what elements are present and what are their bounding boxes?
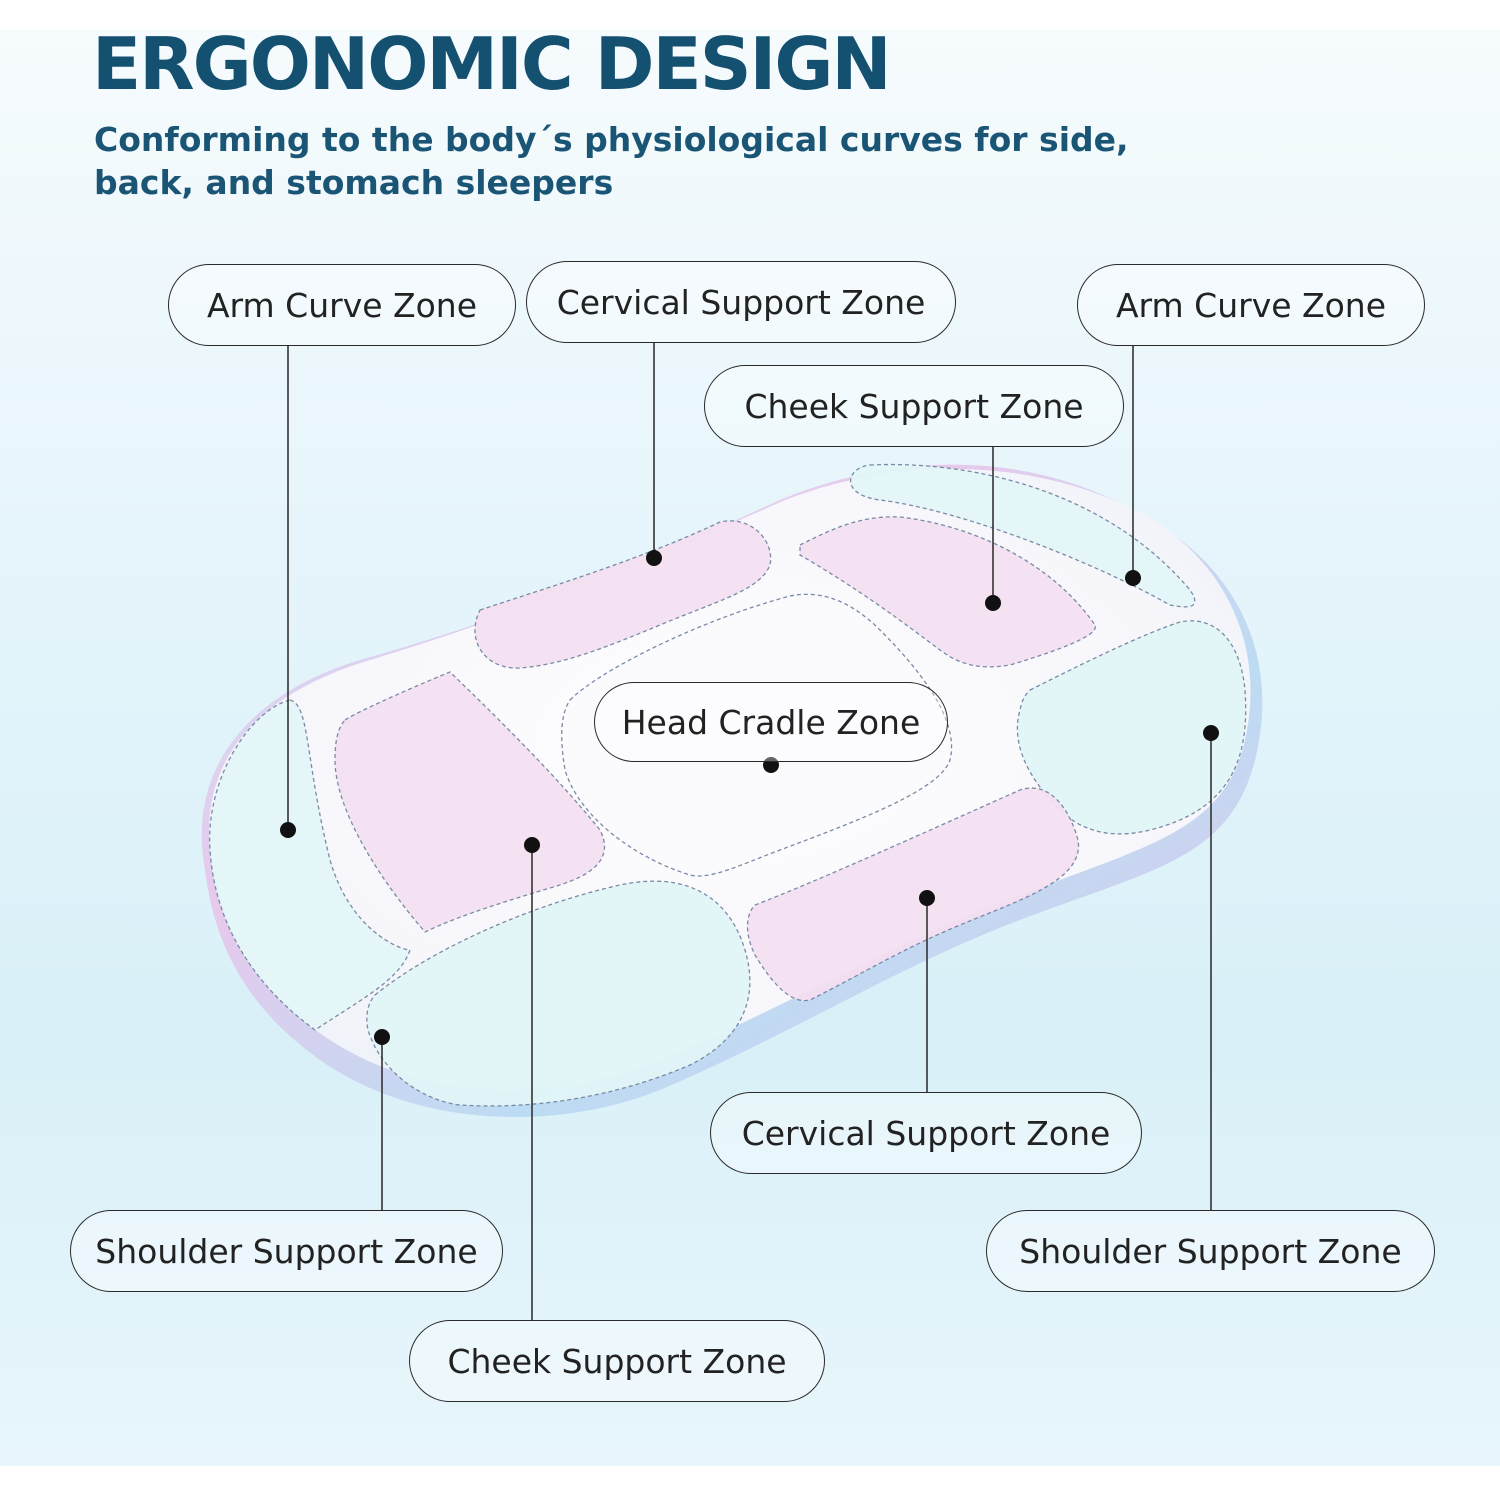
dot-arm-curve-right bbox=[1125, 570, 1141, 586]
dot-cheek-left bbox=[524, 837, 540, 853]
zone-cheek-left bbox=[334, 671, 606, 933]
zone-shoulder-left bbox=[366, 880, 751, 1107]
zone-shoulder-right bbox=[1016, 620, 1247, 835]
dot-shoulder-right bbox=[1203, 725, 1219, 741]
label-arm-curve-right: Arm Curve Zone bbox=[1077, 264, 1425, 346]
label-arm-curve-left: Arm Curve Zone bbox=[168, 264, 516, 346]
label-shoulder-right: Shoulder Support Zone bbox=[986, 1210, 1435, 1292]
dot-shoulder-left bbox=[374, 1029, 390, 1045]
label-cheek-bottom: Cheek Support Zone bbox=[409, 1320, 825, 1402]
label-cheek-top: Cheek Support Zone bbox=[704, 365, 1124, 447]
zone-arm-curve-left bbox=[209, 699, 411, 1031]
page-title: ERGONOMIC DESIGN bbox=[92, 22, 892, 106]
zone-cervical-bottom bbox=[746, 787, 1080, 1002]
dot-cervical-bottom bbox=[919, 890, 935, 906]
label-cervical-top: Cervical Support Zone bbox=[526, 261, 956, 343]
zone-cheek-right bbox=[799, 516, 1096, 668]
dot-cervical-top bbox=[646, 550, 662, 566]
dot-cheek-top bbox=[985, 595, 1001, 611]
page-subtitle: Conforming to the body´s physiological c… bbox=[94, 120, 1129, 202]
zone-cervical-top bbox=[474, 520, 772, 669]
label-cervical-bottom: Cervical Support Zone bbox=[710, 1092, 1142, 1174]
zone-head-cradle bbox=[561, 593, 953, 877]
label-shoulder-left: Shoulder Support Zone bbox=[70, 1210, 503, 1292]
zone-arm-curve-right bbox=[849, 463, 1196, 608]
label-head-cradle: Head Cradle Zone bbox=[594, 682, 948, 762]
dot-arm-curve-left bbox=[280, 822, 296, 838]
